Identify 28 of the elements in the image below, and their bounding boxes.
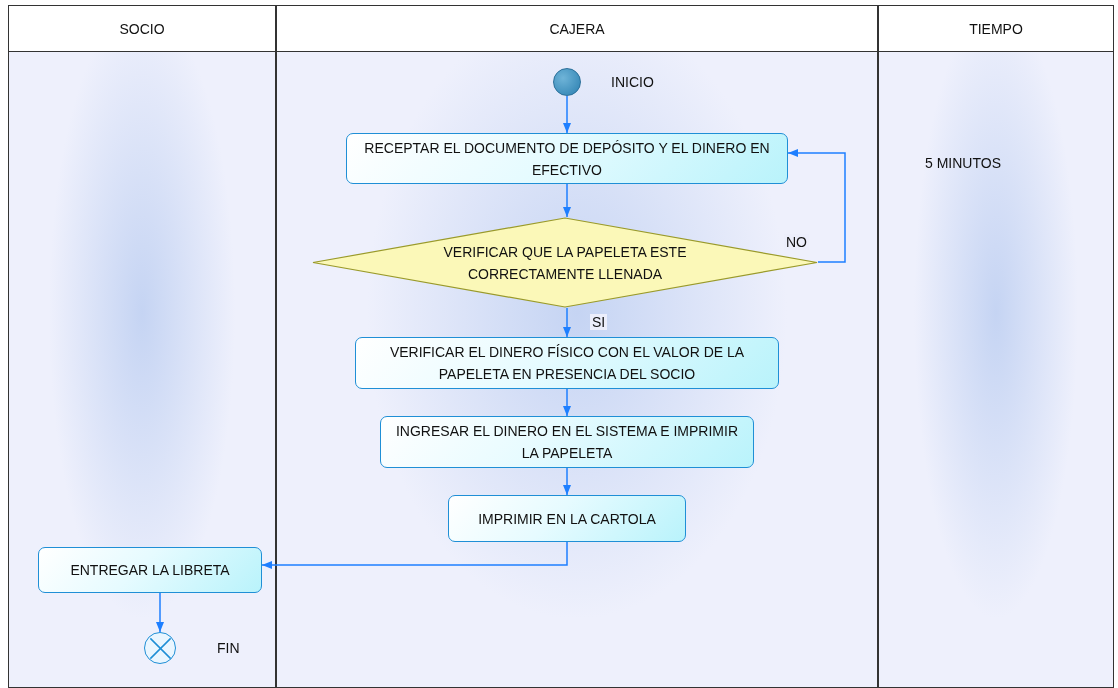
edge-label: NO [784,234,809,250]
lane-header: CAJERA [277,6,877,52]
arrow [261,541,568,569]
process-box: VERIFICAR EL DINERO FÍSICO CON EL VALOR DE LA PAPELETA EN PRESENCIA DEL SOCIO [355,337,779,389]
arrow [563,307,571,338]
lane-header: SOCIO [9,6,275,52]
process-box: IMPRIMIR EN LA CARTOLA [448,495,686,542]
start-circle [553,68,581,96]
node-caption: FIN [217,640,240,656]
arrow [563,467,571,496]
process-box: INGRESAR EL DINERO EN EL SISTEMA E IMPRIMIR LA PAPELETA [380,416,754,468]
arrow [563,95,571,134]
lane-header: TIEMPO [879,6,1113,52]
arrow [563,183,571,218]
node-caption: INICIO [611,74,654,90]
arrow [787,149,846,263]
process-box: RECEPTAR EL DOCUMENTO DE DEPÓSITO Y EL DINERO EN EFECTIVO [346,133,788,184]
decision-text: VERIFICAR QUE LA PAPELETA ESTE CORRECTAMENTE LLENADA [442,242,688,284]
end-circle [144,632,176,664]
edge-label: SI [590,314,608,330]
time-note: 5 MINUTOS [925,155,1001,171]
swimlane [878,5,1114,688]
process-box: ENTREGAR LA LIBRETA [38,547,262,593]
swimlane [276,5,878,688]
decision-diamond [312,217,818,308]
arrow [156,592,164,633]
swimlane [8,5,276,688]
arrow [563,388,571,417]
